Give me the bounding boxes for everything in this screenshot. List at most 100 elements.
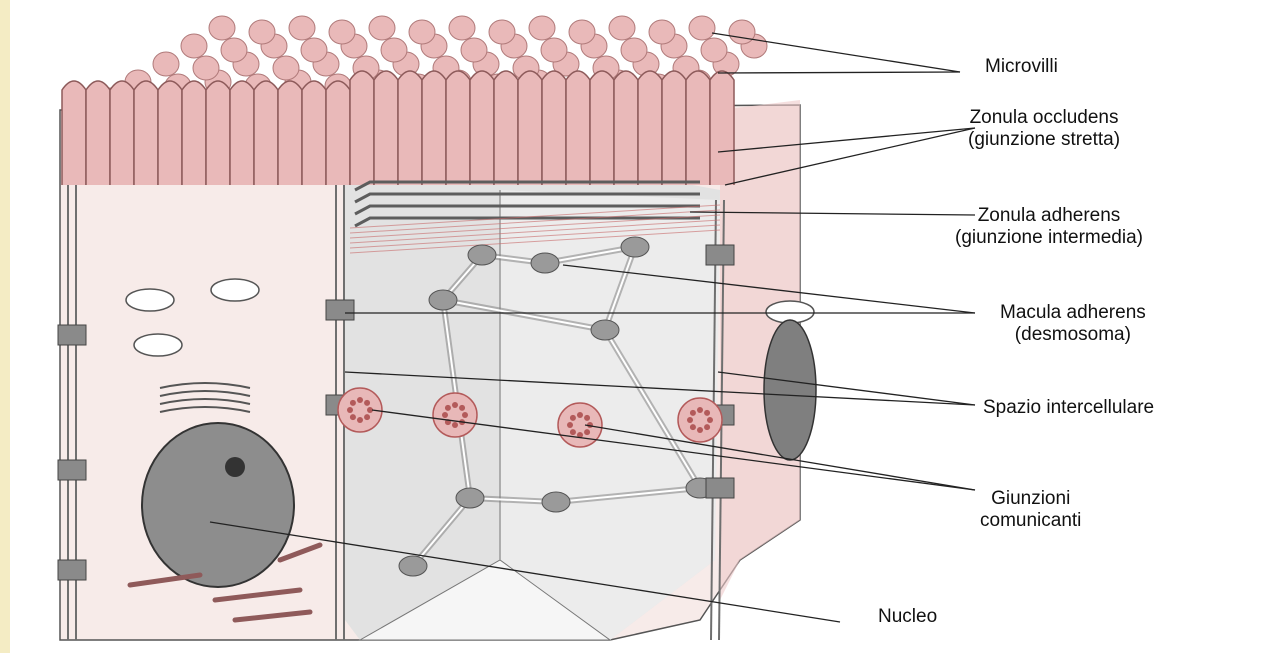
microvillus-tip: [193, 56, 219, 80]
mitochondrion: [126, 289, 174, 311]
connexon: [364, 400, 370, 406]
connexon: [452, 402, 458, 408]
gap-junction: [433, 393, 477, 437]
microvillus-front: [614, 71, 638, 185]
label-giunzioni-line2: comunicanti: [980, 510, 1081, 532]
microvillus-tip: [289, 16, 315, 40]
connexon: [690, 424, 696, 430]
label-zonula-occludens-line2: (giunzione stretta): [968, 129, 1120, 151]
connexon: [704, 410, 710, 416]
microvillus-tip: [689, 16, 715, 40]
microvillus-front: [134, 81, 158, 185]
microvillus-tip: [369, 16, 395, 40]
connexon: [690, 410, 696, 416]
microvillus-tip: [649, 20, 675, 44]
desmosome: [399, 556, 427, 576]
microvillus-tip: [329, 20, 355, 44]
microvillus-tip: [729, 20, 755, 44]
label-nucleo-text: Nucleo: [878, 606, 937, 628]
label-macula-adherens: Macula adherens (desmosoma): [1000, 302, 1146, 346]
microvillus-front: [254, 81, 278, 185]
microvillus-front: [62, 81, 86, 185]
connexon: [687, 417, 693, 423]
microvillus-front: [446, 71, 470, 185]
connexon: [357, 417, 363, 423]
microvillus-tip: [609, 16, 635, 40]
label-giunzioni-line1: Giunzioni: [980, 488, 1081, 510]
connexon: [704, 424, 710, 430]
microvillus-front: [638, 71, 662, 185]
microvillus-tip: [621, 38, 647, 62]
microvillus-front: [566, 71, 590, 185]
microvillus-front: [662, 71, 686, 185]
microvillus-front: [110, 81, 134, 185]
desmosome: [429, 290, 457, 310]
microvillus-tip: [301, 38, 327, 62]
nucleolus: [225, 457, 245, 477]
membrane-plaque: [58, 325, 86, 345]
desmosome: [591, 320, 619, 340]
label-spazio-intercellulare: Spazio intercellulare: [983, 397, 1154, 419]
mitochondrion: [211, 279, 259, 301]
desmosome: [468, 245, 496, 265]
nucleus: [142, 423, 294, 587]
microvillus-front: [590, 71, 614, 185]
connexon: [570, 415, 576, 421]
microvillus-tip: [273, 56, 299, 80]
connexon: [442, 412, 448, 418]
connexon: [570, 429, 576, 435]
microvillus-front: [158, 81, 182, 185]
microvillus-front: [86, 81, 110, 185]
desmosome: [456, 488, 484, 508]
label-giunzioni-comunicanti: Giunzioni comunicanti: [980, 488, 1081, 532]
leader-line: [718, 72, 960, 73]
label-microvilli: Microvilli: [985, 56, 1058, 78]
microvillus-front: [398, 71, 422, 185]
microvillus-front: [686, 71, 710, 185]
connexon: [350, 400, 356, 406]
connexon: [445, 405, 451, 411]
connexon: [697, 407, 703, 413]
membrane-plaque: [706, 478, 734, 498]
gap-junction: [558, 403, 602, 447]
desmosome: [542, 492, 570, 512]
connexon: [347, 407, 353, 413]
gap-junction: [678, 398, 722, 442]
label-nucleo: Nucleo: [878, 606, 937, 628]
microvillus-tip: [461, 38, 487, 62]
connexon: [567, 422, 573, 428]
microvillus-front: [326, 81, 350, 185]
microvillus-tip: [541, 38, 567, 62]
microvillus-front: [182, 81, 206, 185]
label-zonula-adherens-line2: (giunzione intermedia): [955, 227, 1143, 249]
connexon: [584, 415, 590, 421]
connexon: [584, 429, 590, 435]
microvillus-tip: [701, 38, 727, 62]
label-microvilli-text: Microvilli: [985, 56, 1058, 78]
membrane-plaque: [58, 460, 86, 480]
label-zonula-adherens-line1: Zonula adherens: [955, 205, 1143, 227]
microvillus-tip: [409, 20, 435, 44]
microvilli-front-row: [62, 71, 734, 185]
label-macula-adherens-line1: Macula adherens: [1000, 302, 1146, 324]
mitochondrion: [134, 334, 182, 356]
microvillus-tip: [181, 34, 207, 58]
microvillus-front: [230, 81, 254, 185]
microvillus-tip: [489, 20, 515, 44]
connexon: [459, 405, 465, 411]
label-zonula-occludens-line1: Zonula occludens: [968, 107, 1120, 129]
nucleus-right-cell: [764, 320, 816, 460]
microvillus-tip: [209, 16, 235, 40]
microvillus-tip: [529, 16, 555, 40]
microvillus-front: [278, 81, 302, 185]
membrane-plaque: [58, 560, 86, 580]
connexon: [462, 412, 468, 418]
microvillus-tip: [569, 20, 595, 44]
microvillus-front: [710, 71, 734, 185]
microvillus-tip: [381, 38, 407, 62]
label-zonula-adherens: Zonula adherens (giunzione intermedia): [955, 205, 1143, 249]
membrane-plaque: [326, 300, 354, 320]
microvillus-front: [542, 71, 566, 185]
connexon: [357, 397, 363, 403]
